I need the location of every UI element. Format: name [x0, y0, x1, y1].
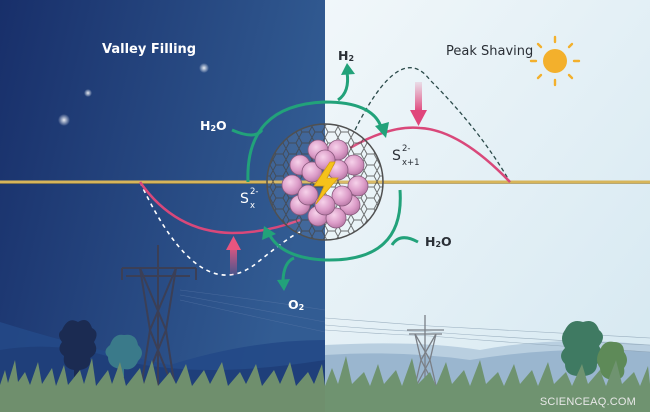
- peak-pink-curve: [349, 126, 511, 183]
- pink-up-arrow-icon: [226, 236, 241, 275]
- star-icon: [84, 89, 92, 97]
- day-panel: [324, 0, 650, 412]
- star-icon: [58, 114, 70, 126]
- sx-arrowhead-icon: [262, 226, 276, 240]
- h2o-input-right-label: H2O: [425, 234, 452, 249]
- tree-dark-icon: [59, 320, 97, 380]
- green-arrow-top: [231, 71, 384, 183]
- sun-icon: [529, 35, 581, 87]
- h2-output-label: H2: [338, 48, 355, 63]
- peak-dashed-curve: [354, 67, 511, 183]
- pink-down-arrow-icon: [410, 82, 427, 126]
- valley-filling-title: Valley Filling: [102, 42, 197, 57]
- grass-strip: [0, 356, 650, 412]
- fullerene-catalyst: [266, 123, 384, 241]
- watermark: SCIENCEAQ.COM: [539, 396, 636, 408]
- power-tower-day-icon: [407, 315, 444, 391]
- polysulfide-sx-label: S 2- x: [240, 187, 259, 211]
- h2o-input-left-label: H2O: [200, 118, 227, 133]
- star-icon: [199, 63, 209, 73]
- lightning-bolt-icon: [313, 161, 339, 205]
- power-tower-night-icon: [121, 245, 197, 396]
- tree-teal-icon: [105, 334, 142, 377]
- valley-pink-curve: [138, 181, 301, 235]
- tree-green-icon: [561, 321, 603, 388]
- valley-dashed-curve: [139, 181, 301, 276]
- h2-arrowhead-icon: [341, 63, 355, 75]
- o2-arrowhead-icon: [277, 279, 290, 291]
- green-arrow-bottom: [266, 189, 419, 281]
- peak-shaving-title: Peak Shaving: [446, 44, 534, 59]
- polysulfide-sx1-label: S 2- x+1: [392, 144, 420, 168]
- o2-output-label: O2: [288, 297, 305, 312]
- sx1-arrowhead-icon: [375, 122, 389, 138]
